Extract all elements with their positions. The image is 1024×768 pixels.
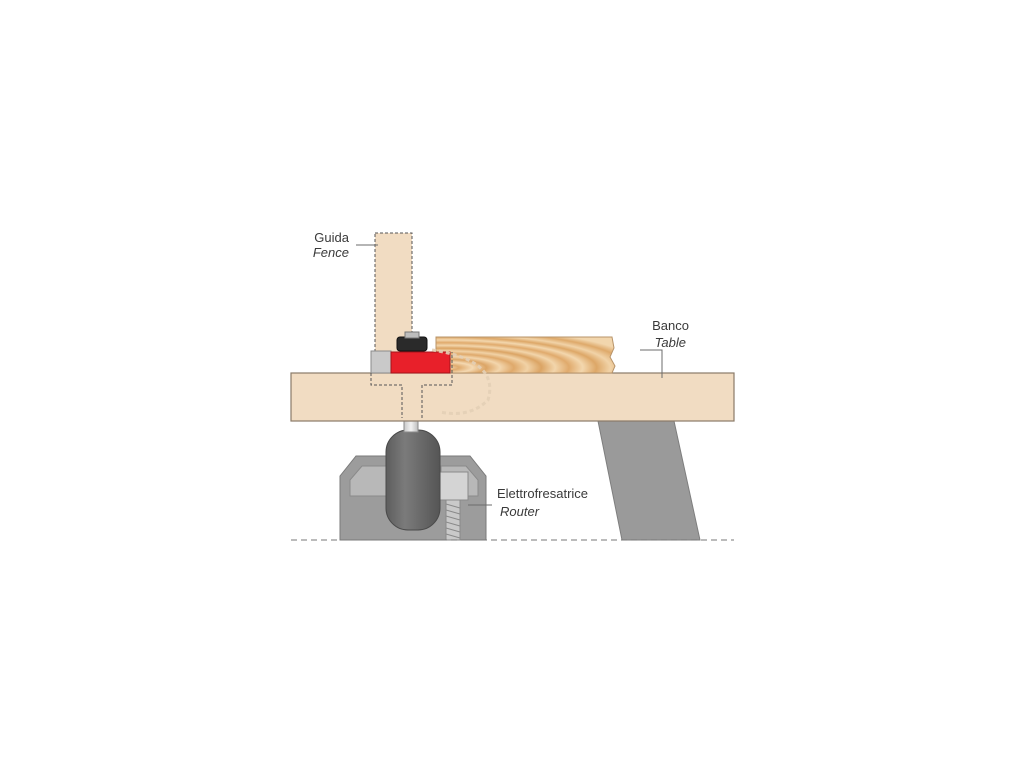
table-top: [290, 372, 735, 422]
router-label-en: Router: [500, 504, 540, 519]
table-label-en: Table: [655, 335, 686, 350]
table-leader: [640, 349, 663, 378]
router-bit: [390, 331, 451, 374]
fence-base: [370, 350, 392, 374]
table-leg: [597, 420, 701, 541]
fence-label-en: Fence: [313, 245, 349, 260]
cutting-arc: [431, 348, 492, 415]
router-opening-outline: [370, 352, 453, 418]
router-motor-body: [385, 429, 441, 531]
fence-label: Guida: [314, 230, 349, 245]
router-screw: [439, 471, 469, 541]
workpiece: [435, 336, 616, 374]
table-label: Banco: [652, 318, 689, 333]
router-label: Elettrofresatrice: [497, 486, 588, 501]
